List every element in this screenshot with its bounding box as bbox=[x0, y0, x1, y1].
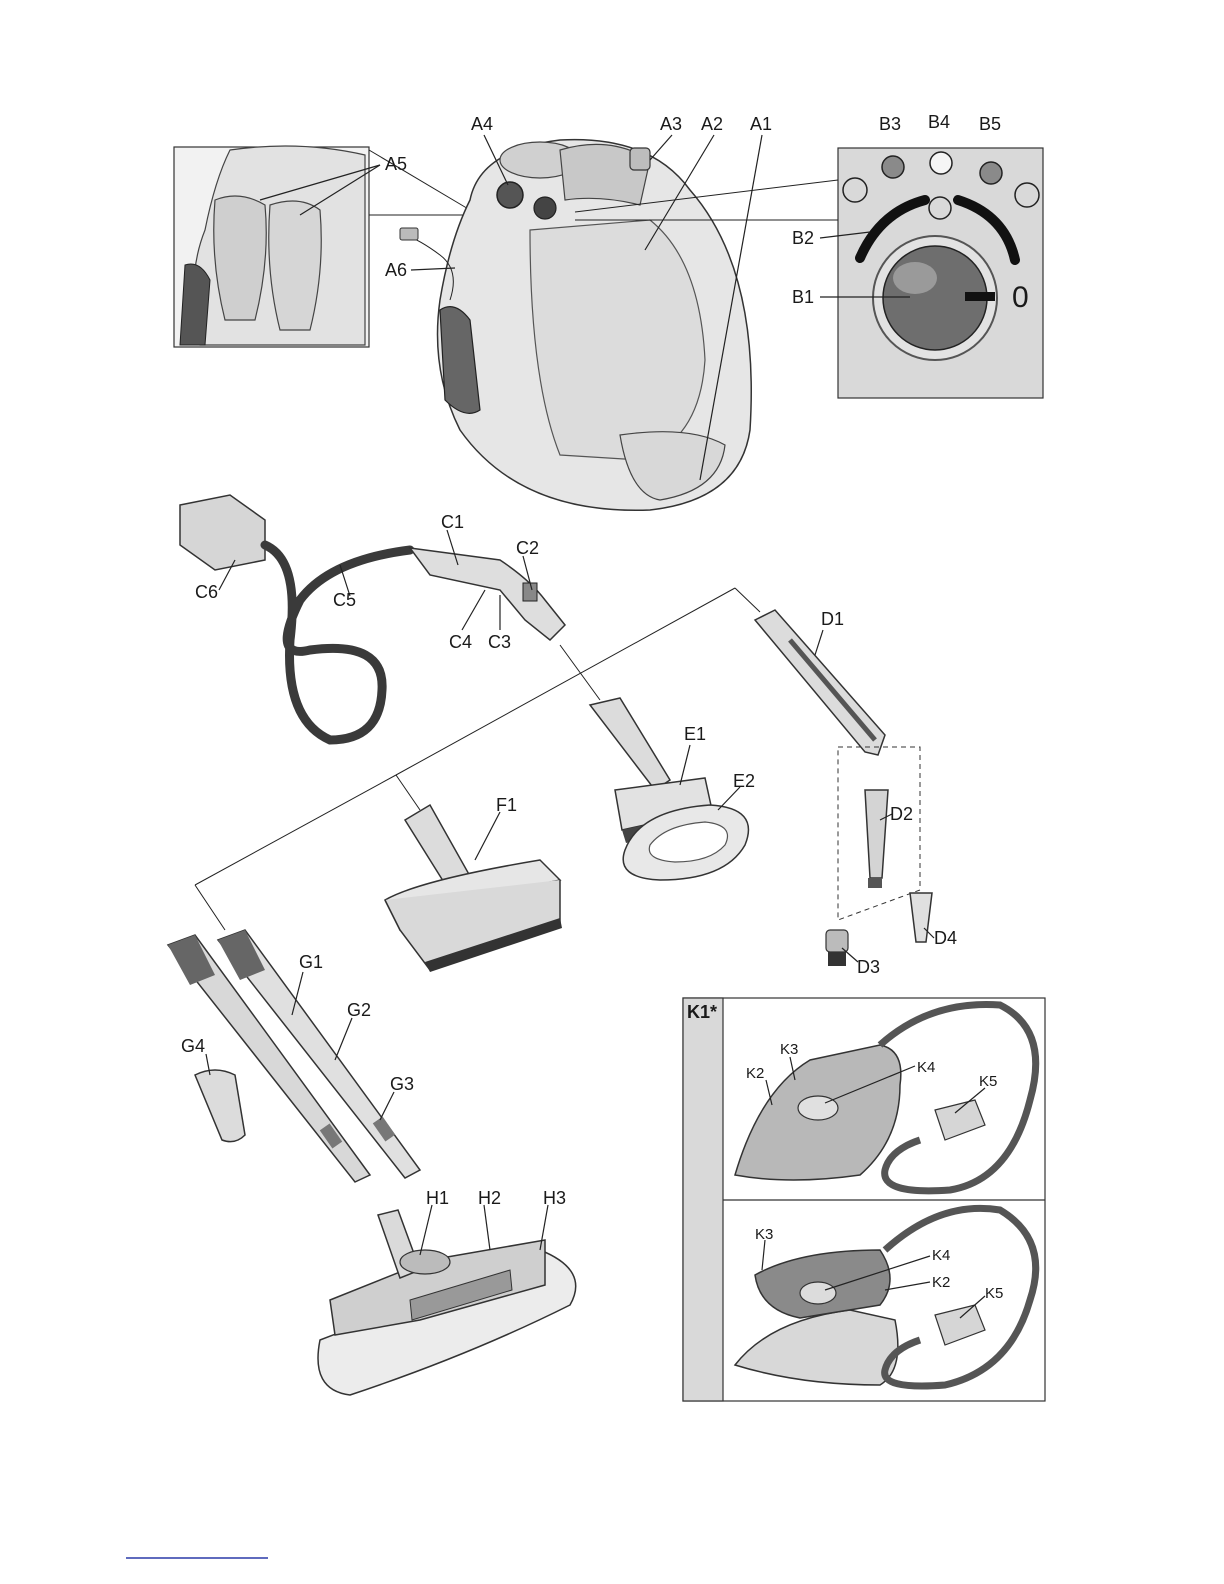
label-h3: H3 bbox=[543, 1188, 566, 1208]
label-g4: G4 bbox=[181, 1036, 205, 1056]
label-e1: E1 bbox=[684, 724, 706, 744]
label-b1: B1 bbox=[792, 287, 814, 307]
dial-zero-mark: 0 bbox=[1012, 281, 1029, 314]
label-c2: C2 bbox=[516, 538, 539, 558]
label-a6: A6 bbox=[385, 260, 407, 280]
steam-unit-body bbox=[400, 140, 751, 511]
label-g1: G1 bbox=[299, 952, 323, 972]
label-k2-top: K2 bbox=[746, 1065, 764, 1082]
label-c1: C1 bbox=[441, 512, 464, 532]
label-d4: D4 bbox=[934, 928, 957, 948]
label-c4: C4 bbox=[449, 632, 472, 652]
label-b2: B2 bbox=[792, 228, 814, 248]
label-d1: D1 bbox=[821, 609, 844, 629]
inset-a5-detail bbox=[174, 146, 470, 347]
label-a1: A1 bbox=[750, 114, 772, 134]
label-a3: A3 bbox=[660, 114, 682, 134]
label-k1: K1* bbox=[687, 1002, 717, 1022]
label-h1: H1 bbox=[426, 1188, 449, 1208]
label-c6: C6 bbox=[195, 582, 218, 602]
label-b4: B4 bbox=[928, 112, 950, 132]
label-k2-bottom: K2 bbox=[932, 1274, 950, 1291]
label-g3: G3 bbox=[390, 1074, 414, 1094]
label-b3: B3 bbox=[879, 114, 901, 134]
indicator-lamp-b3 bbox=[882, 156, 904, 178]
label-d3: D3 bbox=[857, 957, 880, 977]
label-a4: A4 bbox=[471, 114, 493, 134]
nozzle-set-d bbox=[755, 610, 932, 966]
iron-accessory-k1-box bbox=[683, 998, 1045, 1401]
floor-nozzle-h bbox=[318, 1210, 576, 1395]
label-b5: B5 bbox=[979, 114, 1001, 134]
label-a5: A5 bbox=[385, 154, 407, 174]
label-k4-top: K4 bbox=[917, 1059, 935, 1076]
label-k5-bottom: K5 bbox=[985, 1285, 1003, 1302]
label-d2: D2 bbox=[890, 804, 913, 824]
label-k3-top: K3 bbox=[780, 1041, 798, 1058]
label-h2: H2 bbox=[478, 1188, 501, 1208]
label-g2: G2 bbox=[347, 1000, 371, 1020]
brush-e bbox=[590, 698, 748, 880]
label-k3-bottom: K3 bbox=[755, 1226, 773, 1243]
label-c3: C3 bbox=[488, 632, 511, 652]
label-a2: A2 bbox=[701, 114, 723, 134]
label-f1: F1 bbox=[496, 795, 517, 815]
label-k4-bottom: K4 bbox=[932, 1247, 950, 1264]
label-c5: C5 bbox=[333, 590, 356, 610]
indicator-lamp-b5 bbox=[980, 162, 1002, 184]
indicator-lamp-b4 bbox=[930, 152, 952, 174]
label-e2: E2 bbox=[733, 771, 755, 791]
label-k5-top: K5 bbox=[979, 1073, 997, 1090]
steam-hose-c bbox=[180, 495, 565, 740]
window-nozzle-f bbox=[385, 805, 562, 972]
